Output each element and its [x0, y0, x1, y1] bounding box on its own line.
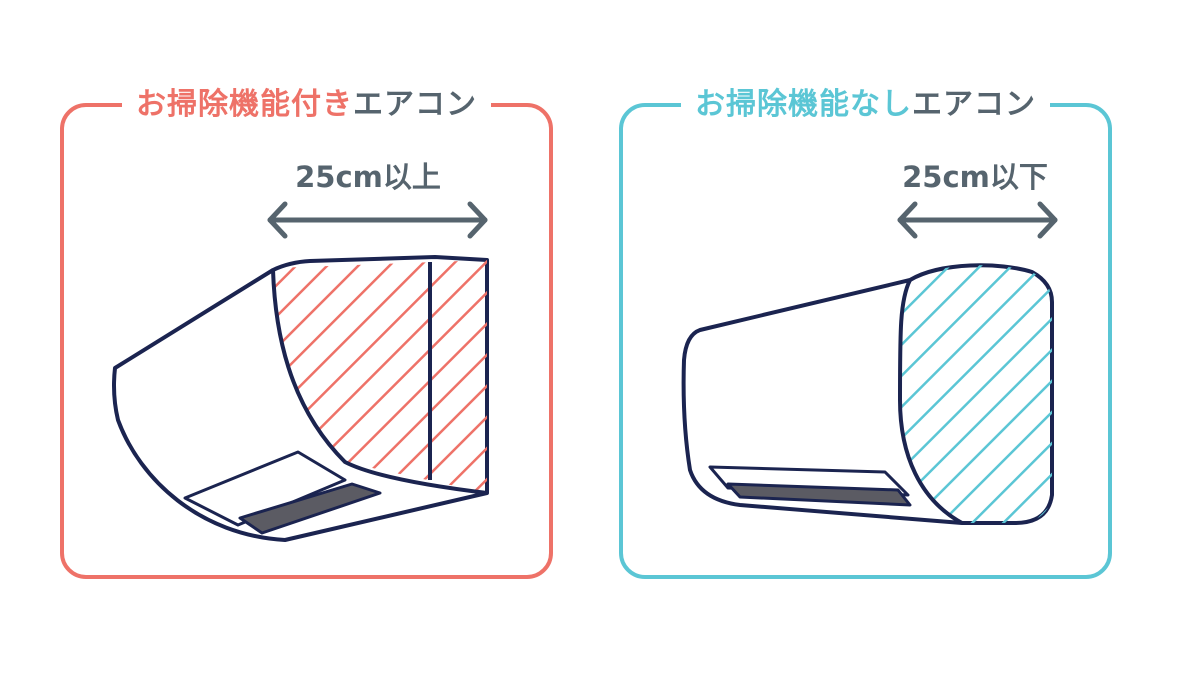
title-rest: エアコン	[912, 87, 1036, 122]
title-accent: お掃除機能付き	[136, 87, 353, 122]
vent-right	[726, 482, 912, 507]
dimension-arrow-left	[267, 201, 488, 239]
title-rest: エアコン	[353, 87, 477, 122]
depth-hatch-right	[900, 265, 1052, 523]
dimension-label-max: 25cm以下	[902, 160, 1048, 194]
title-with-cleaning: お掃除機能付きエアコン	[64, 77, 549, 133]
panel-without-cleaning: お掃除機能なしエアコン	[619, 87, 1112, 579]
title-without-cleaning: お掃除機能なしエアコン	[623, 77, 1108, 133]
aircon-without-cleaning	[681, 263, 1054, 525]
panel-with-cleaning: お掃除機能付きエアコン	[60, 87, 553, 579]
dimension-label-min: 25cm以上	[295, 160, 441, 194]
aircon-with-cleaning	[112, 255, 489, 542]
dimension-arrow-right	[897, 201, 1058, 239]
vent-left	[238, 482, 382, 535]
title-accent: お掃除機能なし	[695, 87, 912, 122]
